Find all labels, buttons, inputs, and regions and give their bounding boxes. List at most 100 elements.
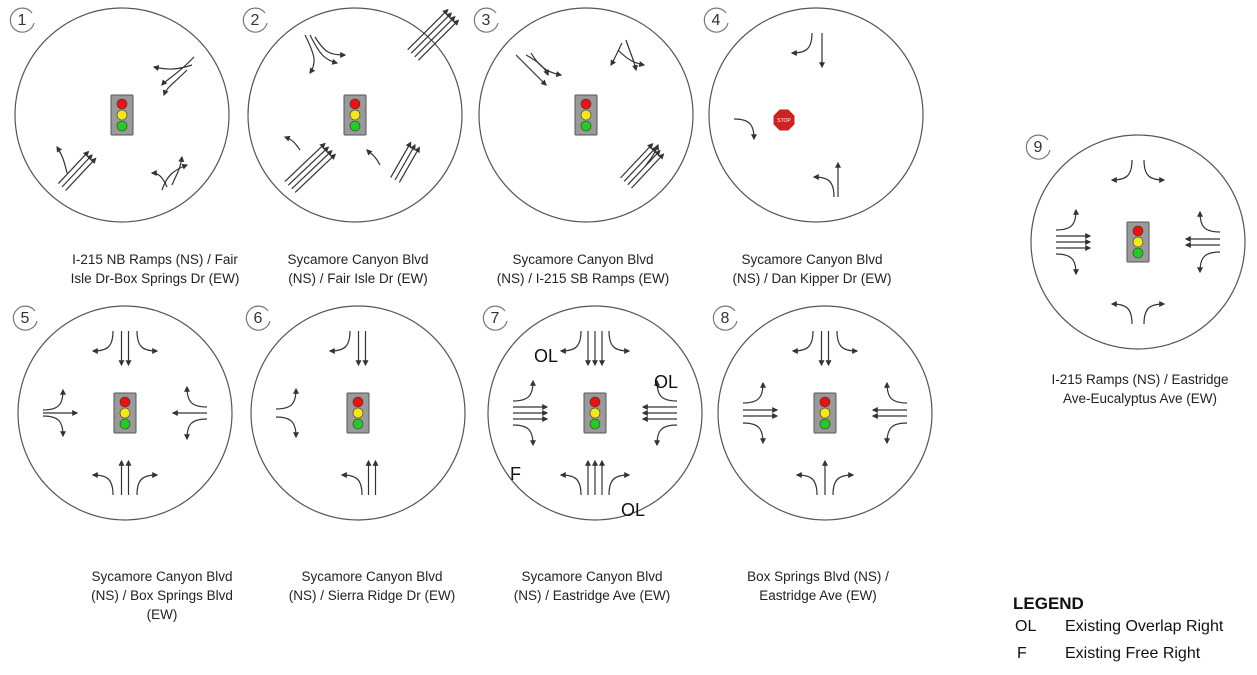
ramp-arrow <box>390 141 412 178</box>
caption-line: Box Springs Blvd (NS) / <box>747 569 889 584</box>
northbound-left-arrow <box>795 472 818 496</box>
caption-line: Sycamore Canyon Blvd <box>521 569 663 584</box>
westbound-left-arrow <box>1197 251 1221 274</box>
ramp-arrow <box>366 149 381 166</box>
southbound-right-arrow <box>790 32 813 56</box>
legend-code: F <box>1017 645 1027 662</box>
intersection-7 <box>487 305 703 521</box>
ramp-arrow <box>294 153 337 193</box>
eastbound-right-arrow <box>733 118 757 141</box>
intersection-number: 8 <box>711 305 739 333</box>
intersection-8 <box>717 305 933 521</box>
intersection-graphic <box>1030 134 1246 350</box>
southbound-right-arrow <box>328 330 351 354</box>
intersection-1 <box>14 7 230 223</box>
intersection-number: 5 <box>11 305 39 333</box>
caption-line: (EW) <box>146 607 178 622</box>
eastbound-left-arrow <box>275 387 299 410</box>
intersection-number: 2 <box>241 7 269 35</box>
ramp-arrow <box>631 153 665 189</box>
intersection-6 <box>250 305 466 521</box>
ramp-arrow <box>407 8 449 51</box>
intersection-number: 4 <box>702 7 730 35</box>
ramp-arrow <box>645 143 660 166</box>
eastbound-right-arrow <box>1055 253 1079 276</box>
overlap-label: OL <box>534 346 559 366</box>
overlap-label: OL <box>654 372 679 392</box>
traffic-signal-icon <box>110 94 134 136</box>
caption-line: (NS) / Dan Kipper Dr (EW) <box>732 271 892 286</box>
caption-line: I-215 Ramps (NS) / Eastridge <box>1051 372 1229 387</box>
southbound-right-arrow <box>91 330 114 354</box>
intersection-number: 6 <box>244 305 272 333</box>
northbound-right-arrow <box>832 472 855 496</box>
ramp-arrow <box>515 54 547 86</box>
intersection-caption: Sycamore Canyon Blvd (NS) / Eastridge Ave… <box>487 567 697 605</box>
ramp-arrow <box>284 142 326 182</box>
intersection-number-text: 6 <box>253 310 263 327</box>
traffic-signal-icon <box>113 392 137 434</box>
caption-line: (NS) / Sierra Ridge Dr (EW) <box>288 588 456 603</box>
caption-line: Sycamore Canyon Blvd <box>741 252 883 267</box>
intersection-number-text: 5 <box>20 310 30 327</box>
lane-movements <box>283 8 460 193</box>
ramp-arrow <box>56 145 68 174</box>
southbound-left-arrow <box>836 330 859 354</box>
caption-line: Sycamore Canyon Blvd <box>91 569 233 584</box>
northbound-right-arrow <box>136 472 159 496</box>
eastbound-left-arrow <box>742 381 766 404</box>
intersection-graphic: STOP <box>708 7 924 223</box>
caption-line: Sycamore Canyon Blvd <box>512 252 654 267</box>
westbound-right-arrow <box>184 385 208 408</box>
ramp-arrow <box>398 146 420 183</box>
stop-sign-text: STOP <box>777 118 791 124</box>
ramp-arrow <box>620 142 654 179</box>
intersection-number-text: 7 <box>490 310 500 327</box>
legend-description: Existing Free Right <box>1065 645 1201 662</box>
northbound-right-arrow <box>1143 301 1166 325</box>
intersection-caption: Sycamore Canyon Blvd(NS) / Fair Isle Dr … <box>253 250 463 288</box>
caption-line: (NS) / Box Springs Blvd <box>91 588 233 603</box>
caption-line: I-215 NB Ramps (NS) / Fair <box>72 252 238 267</box>
northbound-left-arrow <box>1110 301 1133 325</box>
northbound-left-arrow <box>559 472 582 496</box>
intersection-graphic <box>717 305 933 521</box>
legend-code: OL <box>1015 618 1037 635</box>
intersection-2 <box>247 7 463 223</box>
intersection-3 <box>478 7 694 223</box>
lane-movements <box>733 32 841 198</box>
intersection-number: 3 <box>472 7 500 35</box>
westbound-left-arrow <box>654 424 678 447</box>
ramp-arrow <box>414 15 456 58</box>
caption-line: Ave-Eucalyptus Ave (EW) <box>1062 391 1218 406</box>
ramp-arrow <box>304 34 316 74</box>
ramp-arrow <box>171 155 185 186</box>
eastbound-right-arrow <box>742 422 766 445</box>
southbound-left-arrow <box>1143 159 1166 183</box>
intersection-number: 9 <box>1024 134 1052 162</box>
intersection-number-text: 4 <box>711 12 721 29</box>
eastbound-right-arrow <box>42 415 66 438</box>
intersection-graphic <box>478 7 694 223</box>
intersection-graphic <box>250 305 466 521</box>
legend-item-free-right: F Existing Free Right <box>1015 645 1255 667</box>
westbound-right-arrow <box>884 381 908 404</box>
intersection-graphic <box>247 7 463 223</box>
caption-line: (NS) / Eastridge Ave (EW) <box>513 588 671 603</box>
traffic-signal-icon <box>343 94 367 136</box>
traffic-signal-icon <box>346 392 370 434</box>
lane-movements <box>42 330 208 496</box>
ramp-arrow <box>309 34 339 65</box>
caption-line: (NS) / Fair Isle Dr (EW) <box>288 271 428 286</box>
ramp-arrow <box>152 64 193 72</box>
eastbound-right-arrow <box>275 416 299 439</box>
ramp-arrow <box>161 163 189 191</box>
northbound-left-arrow <box>91 472 114 496</box>
intersection-graphic <box>487 305 703 521</box>
ramp-arrow <box>291 149 333 190</box>
intersection-number-text: 8 <box>720 310 730 327</box>
ramp-arrow <box>314 36 347 58</box>
intersection-graphic <box>14 7 230 223</box>
